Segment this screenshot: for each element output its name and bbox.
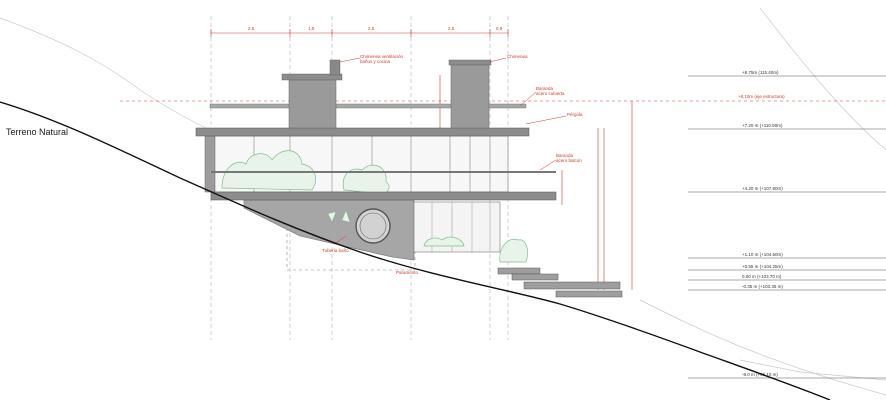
- background-terrain-lines: [0, 7, 886, 396]
- annotation-pergola: Pérgola: [567, 112, 583, 117]
- annotation-chimney-left: baños y cocina: [360, 59, 391, 64]
- level-label: +7.20 m (+110.90m): [742, 123, 783, 128]
- roof-slab: [195, 127, 530, 137]
- level-label: +0.55 m (+104.25m): [742, 264, 783, 269]
- round-window: [355, 208, 391, 244]
- annotation-balcony: acero balcón: [556, 158, 582, 163]
- top-dimension-chain: [210, 29, 509, 37]
- dim-label: 2,5: [368, 26, 375, 31]
- chimney-left: [288, 74, 337, 129]
- level-label: -8.0 m (+96.10 m): [742, 372, 778, 377]
- dim-label: 1,5: [308, 26, 315, 31]
- stairs: [497, 267, 623, 298]
- chimney-left-top: [329, 59, 341, 76]
- annotation-balcony: Baranda: [556, 153, 574, 158]
- floor-slab: [210, 191, 557, 201]
- annotation-leaders: [333, 57, 567, 245]
- chimney-right: [450, 61, 490, 129]
- dim-label: 2,5: [448, 26, 455, 31]
- dim-label: 2,5: [248, 26, 255, 31]
- annotation-wall: Paramento: [396, 270, 419, 275]
- level-label: 0.00 m (+103.70 m): [742, 274, 782, 279]
- pergola: [209, 103, 527, 109]
- side-wall: [204, 135, 216, 193]
- vertical-dimensions: [439, 75, 633, 290]
- axis-note: +8,10m (eje estructura): [738, 94, 785, 99]
- annotation-chimney-left: Chimenea ventilación: [360, 54, 404, 59]
- annotation-bath: Tubería baño: [322, 248, 349, 253]
- level-label: +1.10 m (+104.60m): [742, 252, 783, 257]
- level-label: +4.20 m (+107.80m): [742, 186, 783, 191]
- chimney-left-cap: [281, 73, 343, 81]
- chimney-right-cap: [448, 59, 492, 66]
- terrain-label: Terreno Natural: [6, 127, 69, 137]
- annotation-chimney-right: Chimenea: [507, 54, 528, 59]
- level-label: -0.35 m (+103.35 m): [742, 284, 783, 289]
- level-lines: [688, 75, 886, 379]
- annotation-railing: Baranda: [536, 86, 554, 91]
- terrain-line: [0, 101, 831, 401]
- level-label: +8.75m (115.40m): [742, 70, 779, 75]
- annotation-railing: acero cubierta: [536, 91, 565, 96]
- dim-label: 0,9: [496, 26, 503, 31]
